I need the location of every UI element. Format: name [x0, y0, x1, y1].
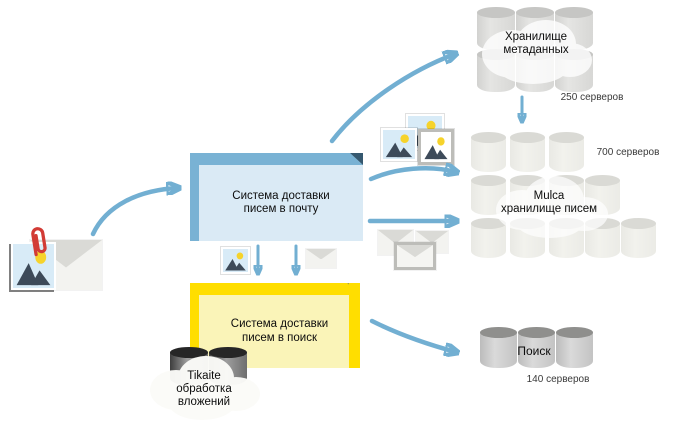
metadata-storage-label: Хранилище метаданных: [503, 31, 569, 56]
server-cylinder: [471, 132, 506, 172]
server-cylinder: [480, 327, 517, 368]
tikaite-label: Tikaite обработка вложений: [176, 370, 232, 408]
mulca-server-count: 700 серверов: [596, 147, 660, 158]
photo-icon: [418, 129, 454, 165]
arrow-photos-to-mulca: [368, 168, 456, 182]
photo-icon: [221, 247, 250, 274]
envelope-icon: [306, 249, 336, 268]
envelope-icon: [394, 242, 436, 270]
box-left-edge: [190, 153, 199, 241]
box-left-edge: [190, 283, 199, 368]
server-cylinder: [510, 218, 545, 258]
server-cylinder: [556, 327, 593, 368]
search-server-count: 140 серверов: [526, 374, 590, 385]
mail-delivery-label: Система доставки писем в почту: [232, 189, 330, 216]
server-cylinder: [585, 218, 620, 258]
mulca-storage-label: Mulca хранилище писем: [500, 190, 598, 215]
server-cylinder: [510, 132, 545, 172]
arrow-source-to-mail-delivery: [90, 188, 178, 237]
server-cylinder: [518, 327, 555, 368]
box-top-edge: [190, 153, 363, 165]
photo-art: [16, 250, 51, 286]
search-delivery-label: Система доставки писем в поиск: [230, 318, 329, 344]
search-storage-label: Поиск: [517, 344, 551, 358]
paperclip-icon: [31, 227, 47, 257]
server-cylinder: [549, 218, 584, 258]
mail-delivery-system-node: Система доставки писем в почту: [190, 153, 363, 241]
box-right-edge: [349, 283, 360, 368]
server-cylinder: [471, 218, 506, 258]
server-cylinder: [621, 218, 656, 258]
photo-icon: [381, 128, 417, 161]
photo-art: [225, 252, 246, 271]
server-cylinder: [549, 132, 584, 172]
photo-art: [424, 137, 448, 160]
arrow-search-delivery-to-search: [369, 318, 456, 352]
box-top-edge: [190, 283, 360, 295]
photo-art: [385, 134, 413, 158]
metadata-server-count: 250 серверов: [560, 92, 624, 103]
